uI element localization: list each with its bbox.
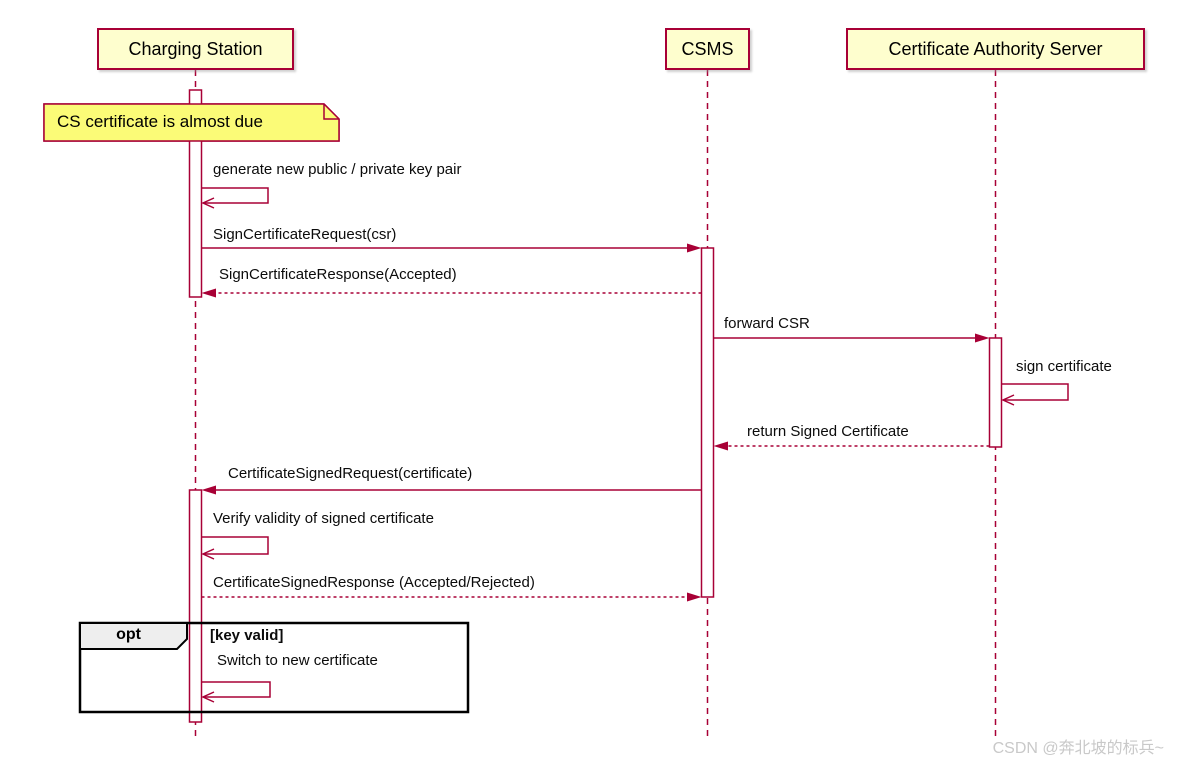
arrow-certificate-signed-request bbox=[201, 485, 702, 495]
opt-frame-tab bbox=[79, 622, 188, 650]
participant-charging-station-label: Charging Station bbox=[128, 38, 263, 59]
arrow-sign-certificate-response bbox=[201, 288, 702, 298]
opt-guard-label: [key valid] bbox=[210, 627, 284, 644]
message-label-generate-key-pair: generate new public / private key pair bbox=[213, 161, 462, 178]
participant-certificate-authority-server: Certificate Authority Server bbox=[846, 28, 1145, 70]
participant-certificate-authority-server-label: Certificate Authority Server bbox=[888, 38, 1103, 59]
message-label-forward-csr: forward CSR bbox=[724, 315, 810, 332]
message-label-verify-validity: Verify validity of signed certificate bbox=[213, 510, 434, 527]
opt-operator-label: opt bbox=[116, 626, 141, 643]
participant-charging-station: Charging Station bbox=[97, 28, 294, 70]
message-label-certificate-signed-request: CertificateSignedRequest(certificate) bbox=[228, 465, 473, 482]
arrow-verify-validity bbox=[201, 536, 269, 560]
message-label-sign-certificate-request: SignCertificateRequest(csr) bbox=[213, 226, 397, 243]
message-label-switch-to-new-certificate: Switch to new certificate bbox=[217, 652, 378, 669]
watermark-text: CSDN @奔北坡的标兵~ bbox=[992, 740, 1164, 757]
arrow-switch-to-new-certificate bbox=[201, 681, 271, 703]
arrow-return-signed-certificate bbox=[713, 441, 990, 451]
note-text: CS certificate is almost due bbox=[57, 112, 263, 131]
activation-csms bbox=[700, 247, 715, 598]
message-label-sign-certificate-response: SignCertificateResponse(Accepted) bbox=[219, 266, 457, 283]
participant-csms-label: CSMS bbox=[681, 38, 734, 59]
participant-csms: CSMS bbox=[665, 28, 750, 70]
message-label-certificate-signed-response: CertificateSignedResponse (Accepted/Reje… bbox=[213, 574, 535, 591]
arrow-generate-key-pair bbox=[201, 187, 269, 209]
activation-certificate-authority bbox=[988, 337, 1003, 448]
opt-frame bbox=[78, 621, 470, 714]
arrow-sign-certificate-request bbox=[201, 243, 702, 253]
message-label-sign-certificate: sign certificate bbox=[1016, 358, 1112, 375]
arrow-certificate-signed-response bbox=[201, 592, 702, 602]
message-label-return-signed-certificate: return Signed Certificate bbox=[747, 423, 909, 440]
activation-charging-station-2 bbox=[188, 489, 203, 723]
arrow-sign-certificate-self bbox=[1001, 383, 1069, 406]
note-shape-overlay bbox=[43, 103, 340, 142]
arrow-forward-csr bbox=[713, 333, 990, 343]
